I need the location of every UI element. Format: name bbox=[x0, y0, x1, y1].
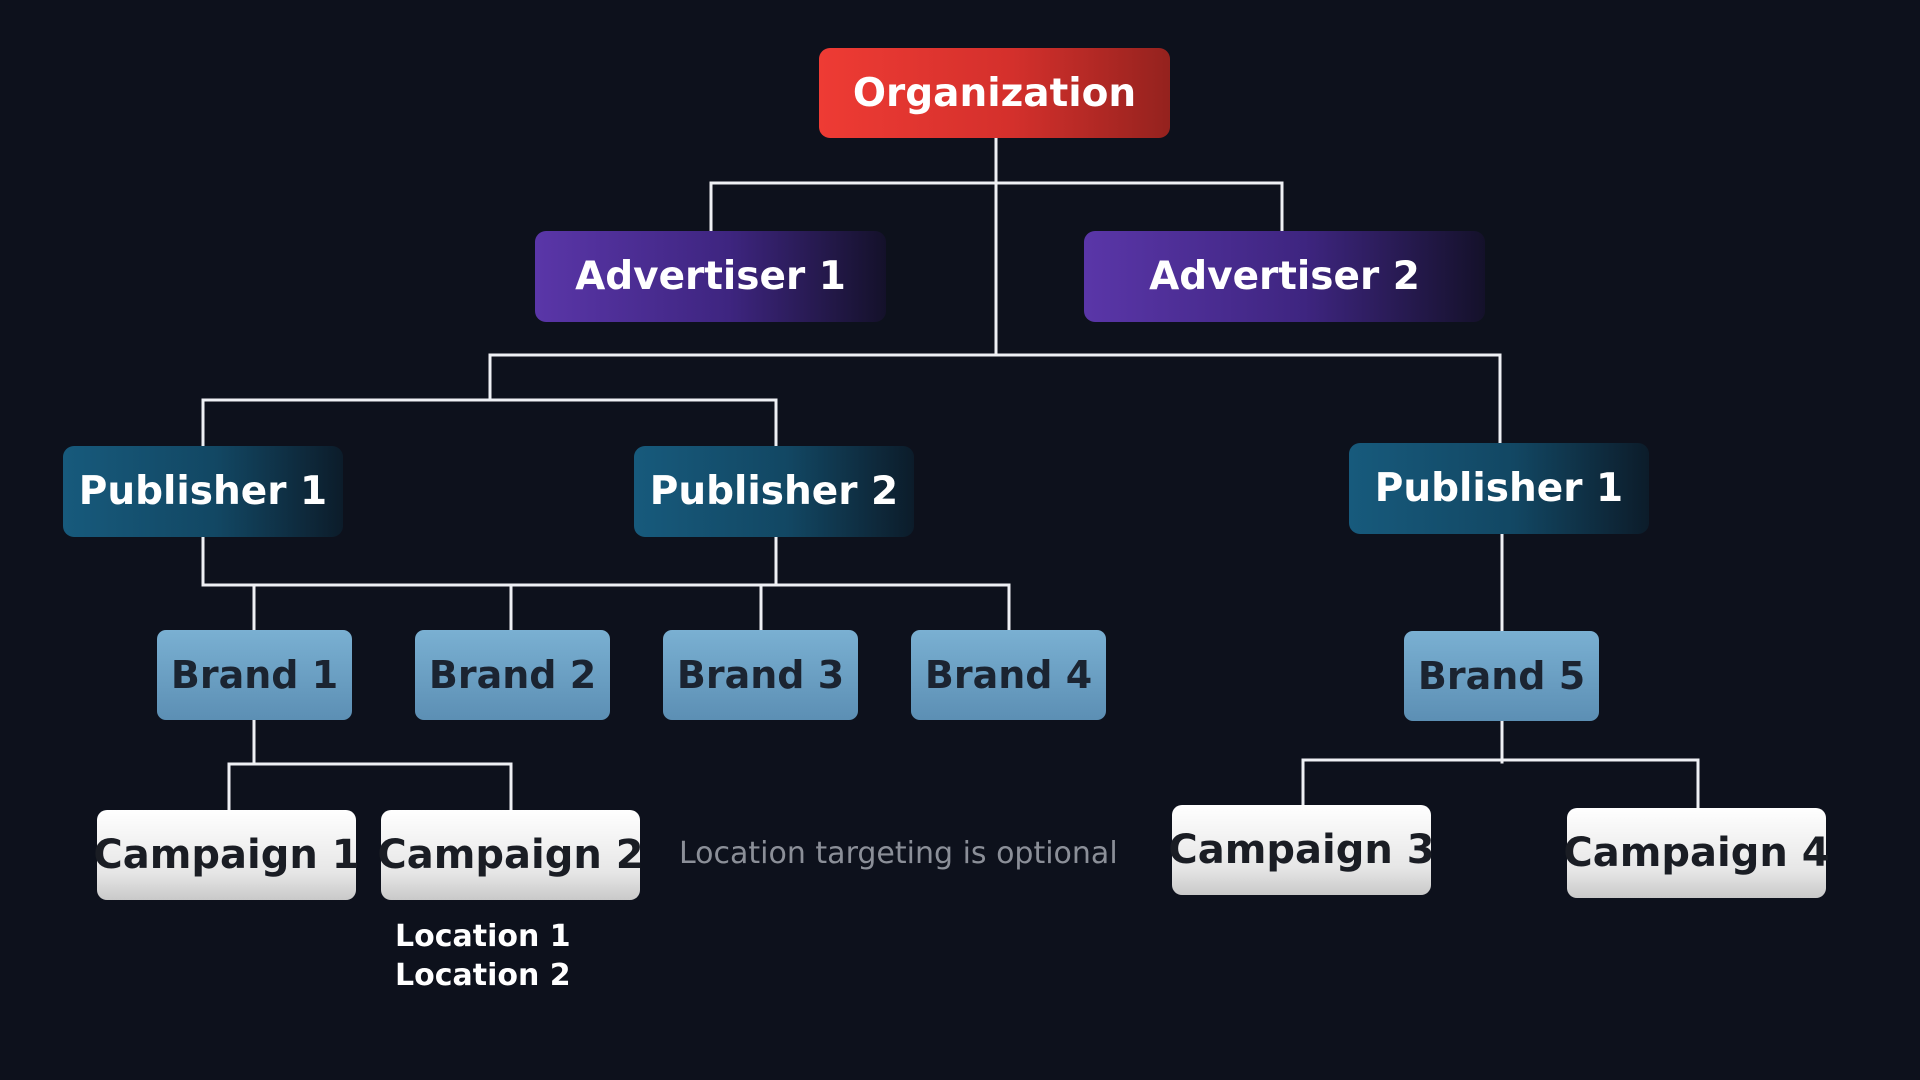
campaign-4-node: Campaign 4 bbox=[1563, 808, 1830, 898]
advertiser-1-node: Advertiser 1 bbox=[535, 231, 886, 322]
publisher-1-right-node: Publisher 1 bbox=[1349, 443, 1649, 534]
organization-node: Organization bbox=[819, 48, 1170, 138]
location-item: Location 1 bbox=[395, 919, 571, 954]
campaign-2-node: Campaign 2 bbox=[377, 810, 644, 900]
brand-2-node: Brand 2 bbox=[415, 630, 610, 720]
campaign-3-node: Campaign 3 bbox=[1168, 805, 1435, 895]
advertiser-2-node: Advertiser 2 bbox=[1084, 231, 1485, 322]
brand-5-node: Brand 5 bbox=[1404, 631, 1599, 721]
campaign-2-locations: Location 1 Location 2 bbox=[395, 917, 571, 995]
location-targeting-note: Location targeting is optional bbox=[679, 836, 1118, 871]
publisher-2-node: Publisher 2 bbox=[634, 446, 914, 537]
brand-3-node: Brand 3 bbox=[663, 630, 858, 720]
campaign-1-node: Campaign 1 bbox=[93, 810, 360, 900]
publisher-1-node: Publisher 1 bbox=[63, 446, 343, 537]
location-item: Location 2 bbox=[395, 958, 571, 993]
brand-4-node: Brand 4 bbox=[911, 630, 1106, 720]
brand-1-node: Brand 1 bbox=[157, 630, 352, 720]
